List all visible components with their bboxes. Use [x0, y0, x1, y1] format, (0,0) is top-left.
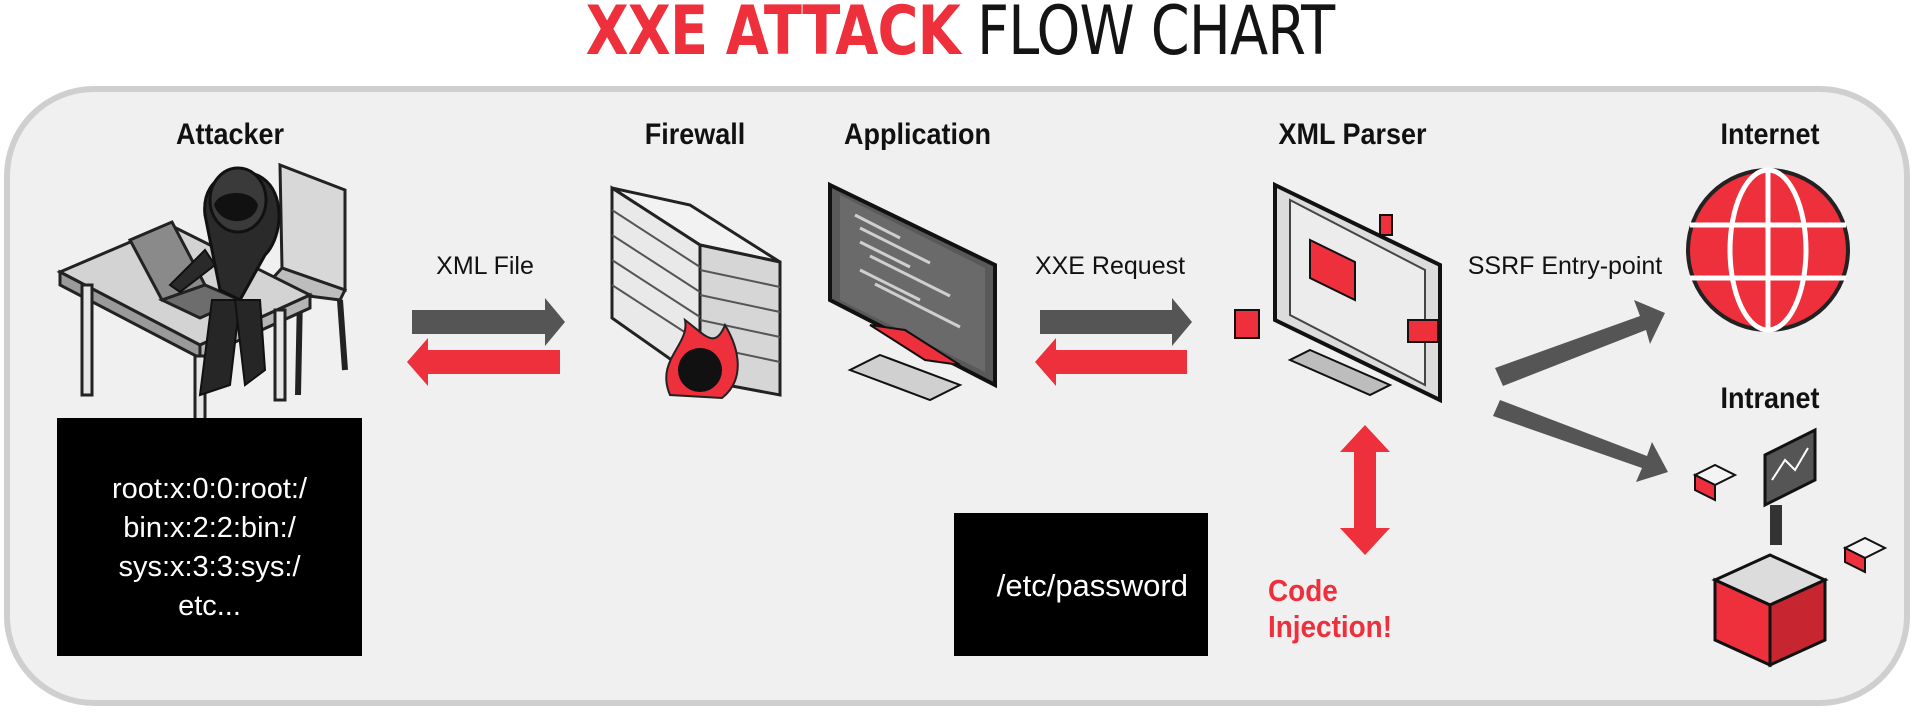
passwd-output-box: root:x:0:0:root:/ bin:x:2:2:bin:/ sys:x:… [57, 418, 362, 656]
node-label-intranet: Intranet [1720, 382, 1820, 415]
xml-parser-illustration [1234, 181, 1442, 404]
node-label-internet: Internet [1720, 118, 1820, 151]
arrow-xxe-back [1035, 338, 1187, 386]
title-rest: FLOW CHART [976, 0, 1335, 71]
application-illustration [828, 181, 997, 402]
node-label-firewall: Firewall [644, 118, 746, 151]
code-injection-label: Code Injection! [1268, 573, 1393, 644]
file-path-box: /etc/password [954, 513, 1208, 656]
arrow-xml-file-back [407, 338, 560, 386]
arrow-code-injection [1340, 425, 1390, 555]
arrow-xxe-forward [1040, 298, 1192, 346]
arrow-ssrf-intranet [1493, 400, 1668, 482]
passwd-line: bin:x:2:2:bin:/ [123, 512, 296, 544]
edge-label-xml-file: XML File [436, 252, 534, 280]
edge-label-xxe-request: XXE Request [1034, 252, 1186, 280]
edge-label-ssrf: SSRF Entry-point [1467, 252, 1663, 280]
node-label-attacker: Attacker [175, 118, 285, 151]
arrow-ssrf-internet [1495, 300, 1665, 386]
firewall-illustration [610, 185, 782, 400]
internet-globe [1686, 167, 1850, 333]
intranet-illustration [1692, 427, 1888, 668]
diagram-title: XXE ATTACK FLOW CHART [173, 0, 1747, 70]
node-label-application: Application [843, 118, 992, 151]
file-path-text: /etc/password [996, 568, 1188, 603]
passwd-line: root:x:0:0:root:/ [111, 473, 308, 505]
node-label-xml-parser: XML Parser [1278, 118, 1427, 151]
title-accent: XXE ATTACK [585, 0, 961, 71]
passwd-line: sys:x:3:3:sys:/ [118, 551, 301, 583]
arrow-xml-file-forward [412, 298, 565, 346]
passwd-line: etc... [178, 590, 241, 622]
attacker-illustration [56, 162, 348, 468]
